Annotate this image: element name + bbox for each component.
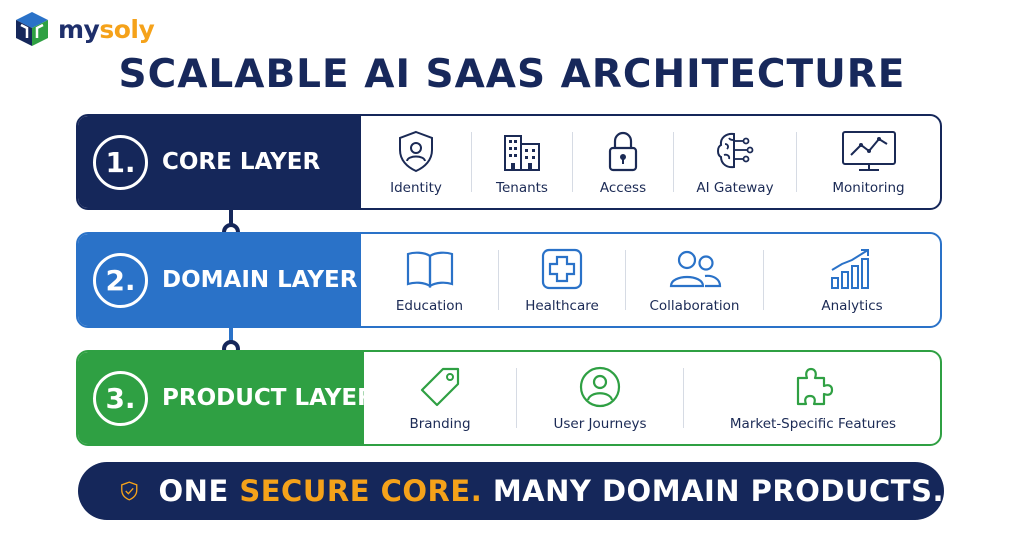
layer-name: CORE LAYER [162, 149, 321, 175]
tagline-text: ONE SECURE CORE. MANY DOMAIN PRODUCTS. [159, 474, 944, 508]
product-layer: 3. PRODUCT LAYER Branding User Journeys … [76, 350, 942, 446]
core-item-ai-gateway: AI Gateway [674, 116, 796, 208]
monitor-chart-icon [841, 131, 896, 171]
domain-item-education: Education [361, 234, 498, 326]
ai-brain-icon [717, 132, 754, 169]
item-label: Tenants [496, 180, 548, 196]
item-label: Education [395, 298, 464, 314]
shield-user-icon [399, 130, 433, 173]
product-item-market-specific: Market-Specific Features [684, 352, 940, 444]
domain-item-analytics: Analytics [764, 234, 940, 326]
tagline-banner: ONE SECURE CORE. MANY DOMAIN PRODUCTS. [78, 462, 944, 520]
item-label: Monitoring [832, 180, 905, 196]
bar-chart-icon [831, 249, 869, 289]
item-label: Collaboration [649, 298, 740, 314]
users-icon [669, 250, 721, 288]
product-item-branding: Branding [364, 352, 516, 444]
user-circle-icon [579, 366, 621, 408]
brand-name: mysoly [58, 14, 155, 44]
item-label: Analytics [821, 298, 883, 314]
tagline-highlight: SECURE CORE. [239, 474, 483, 508]
domain-item-healthcare: Healthcare [499, 234, 625, 326]
shield-check-icon [121, 481, 138, 501]
layer-number: 1. [93, 134, 148, 190]
core-item-access: Access [573, 116, 673, 208]
tag-icon [420, 367, 460, 407]
domain-layer: 2. DOMAIN LAYER Education Healthcare [76, 232, 942, 328]
product-layer-header: 3. PRODUCT LAYER [78, 352, 375, 444]
core-layer: 1. CORE LAYER Identity [76, 114, 942, 210]
brand-logo: mysoly [12, 8, 155, 50]
layer-number: 3. [93, 370, 148, 426]
core-layer-header: 1. CORE LAYER [78, 116, 361, 208]
lock-icon [608, 131, 638, 172]
item-label: AI Gateway [696, 180, 774, 196]
book-icon [406, 251, 453, 289]
layer-number: 2. [93, 252, 148, 308]
tagline-part1: ONE [158, 474, 240, 508]
core-item-identity: Identity [361, 116, 471, 208]
core-item-monitoring: Monitoring [797, 116, 940, 208]
layer-name: PRODUCT LAYER [162, 385, 375, 411]
item-label: Identity [390, 180, 442, 196]
item-label: Market-Specific Features [729, 416, 897, 432]
puzzle-icon [796, 367, 834, 406]
domain-item-collaboration: Collaboration [626, 234, 763, 326]
medical-cross-icon [541, 248, 583, 290]
item-label: User Journeys [553, 416, 647, 432]
product-item-user-journeys: User Journeys [517, 352, 683, 444]
brand-prefix: my [58, 14, 100, 44]
core-item-tenants: Tenants [472, 116, 572, 208]
tagline-part2: MANY DOMAIN PRODUCTS. [482, 474, 944, 508]
brand-suffix: soly [99, 14, 155, 44]
domain-layer-header: 2. DOMAIN LAYER [78, 234, 361, 326]
domain-product-connector [229, 322, 233, 352]
page-title: SCALABLE AI SAAS ARCHITECTURE [118, 52, 906, 97]
buildings-icon [504, 135, 540, 171]
item-label: Access [599, 180, 647, 196]
item-label: Branding [409, 416, 471, 432]
cube-logo-icon [16, 12, 48, 46]
layer-name: DOMAIN LAYER [162, 267, 358, 293]
core-domain-connector [229, 206, 233, 234]
item-label: Healthcare [525, 298, 599, 314]
